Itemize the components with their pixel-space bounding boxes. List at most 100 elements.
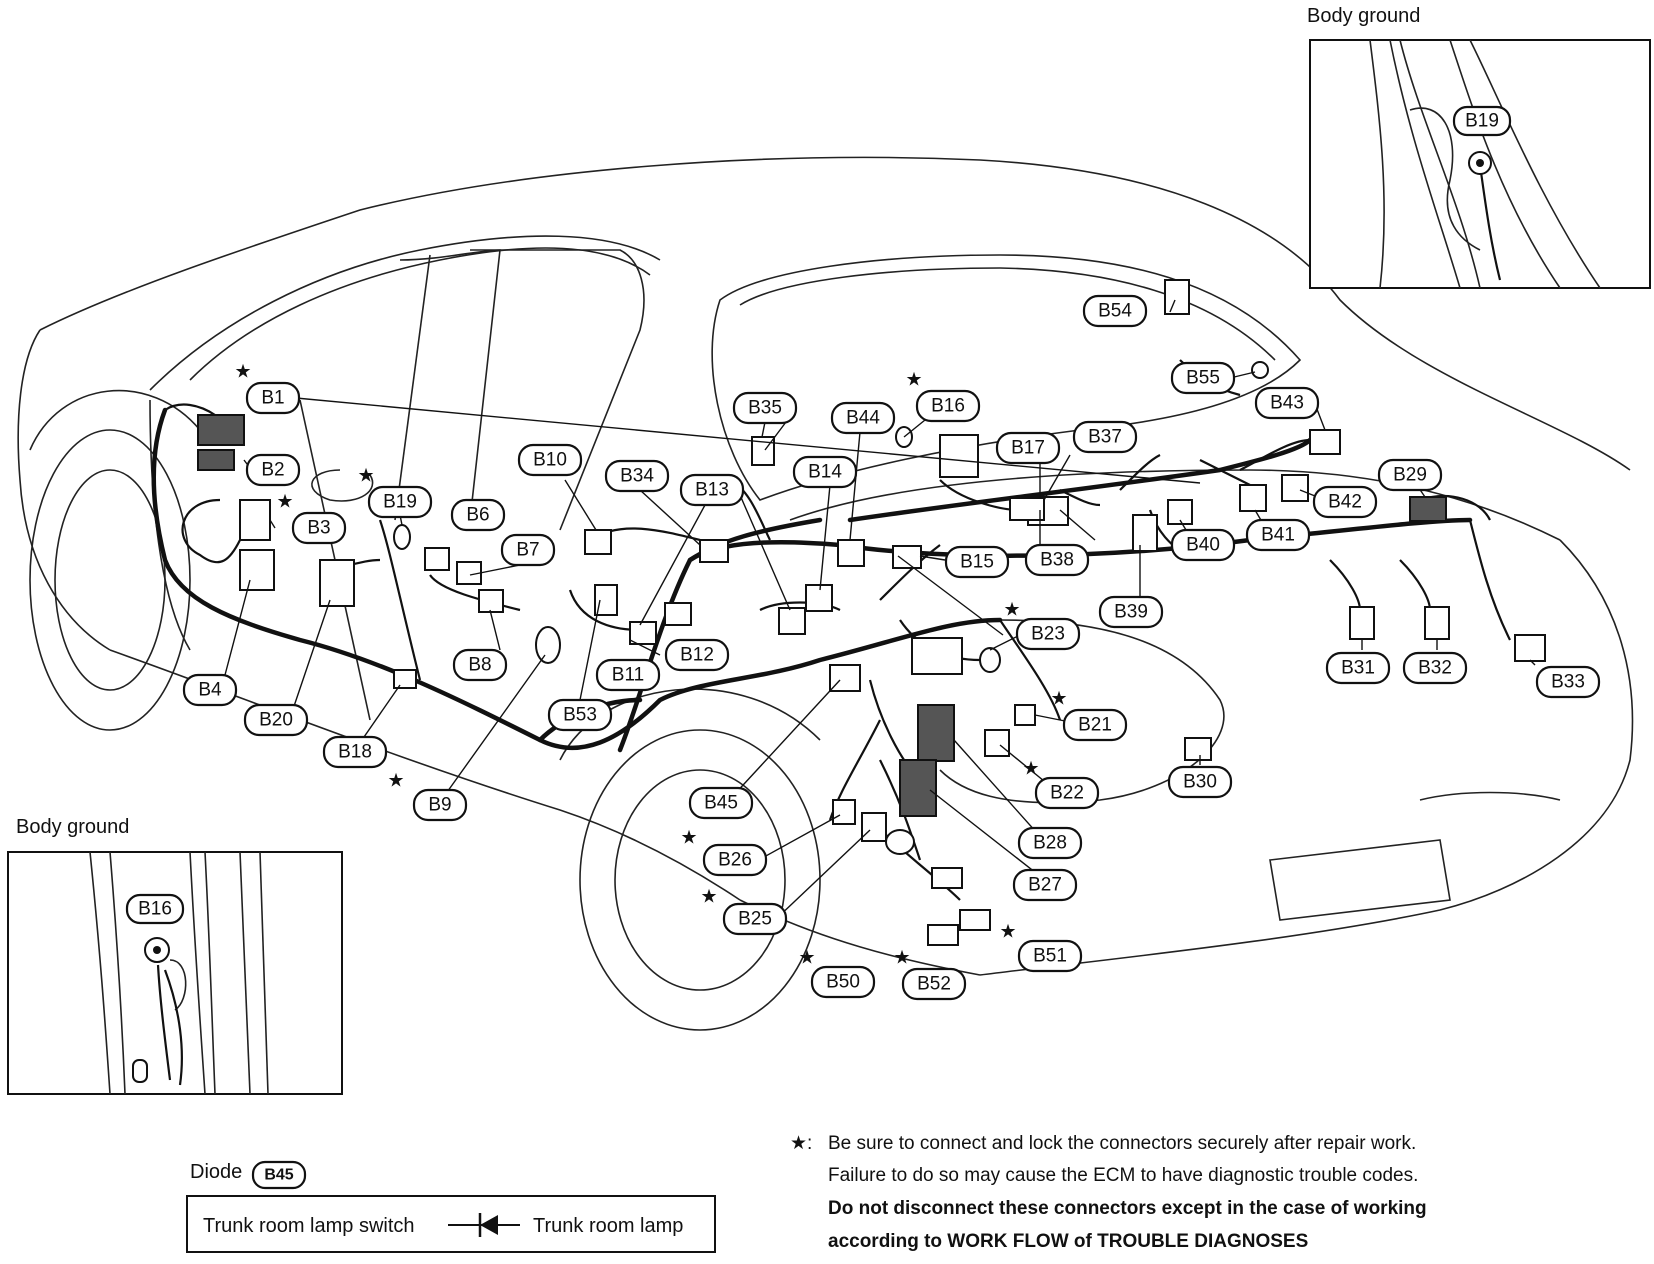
connector-label: B50 xyxy=(826,972,860,993)
connector-label: B19 xyxy=(383,492,417,513)
svg-text:B19: B19 xyxy=(1465,111,1499,132)
inset-body-ground-top-right: Body ground B19 xyxy=(1307,5,1651,289)
connector-label: B14 xyxy=(808,462,842,483)
connector-label: B26 xyxy=(718,850,752,871)
note-line-4: according to WORK FLOW of TROUBLE DIAGNO… xyxy=(828,1231,1308,1252)
diode-legend: Diode B45 Trunk room lamp switch Trunk r… xyxy=(186,1160,716,1253)
connector-tag-b29: B29 xyxy=(1377,458,1443,492)
note-block: ★: Be sure to connect and lock the conne… xyxy=(790,1133,1427,1252)
connector-label: B25 xyxy=(738,909,772,930)
connector-tag-b4: B4 xyxy=(182,673,238,707)
connector-tag-b14: B14 xyxy=(792,455,858,489)
connector-label: B13 xyxy=(695,480,729,501)
connector-tag-b13: B13 xyxy=(679,473,745,507)
connector-shapes xyxy=(197,279,1546,946)
connector-tag-b39: B39 xyxy=(1098,595,1164,629)
connector-label: B7 xyxy=(516,540,539,561)
car-body-outline xyxy=(17,156,1634,1031)
connector-label: B20 xyxy=(259,710,293,731)
connector-label: B45 xyxy=(704,793,738,814)
star-marker-icon: ★ xyxy=(1003,600,1020,621)
star-marker-icon: ★ xyxy=(680,828,697,849)
connector-tag-b52: B52 ★ xyxy=(893,948,967,1001)
connector-label: B31 xyxy=(1341,658,1375,679)
star-marker-icon: ★ xyxy=(1022,759,1039,780)
connector-label: B6 xyxy=(466,505,489,526)
connector-label: B27 xyxy=(1028,875,1062,896)
star-marker-icon: ★ xyxy=(357,466,374,487)
connector-tag-b23: B23 ★ xyxy=(1003,600,1081,651)
connector-label: B53 xyxy=(563,705,597,726)
diode-left-label: Trunk room lamp switch xyxy=(203,1215,415,1237)
connector-label: B12 xyxy=(680,645,714,666)
connector-tag-b42: B42 xyxy=(1312,485,1378,519)
diode-right-label: Trunk room lamp xyxy=(533,1215,683,1237)
connector-label: B10 xyxy=(533,450,567,471)
connector-tag-b31: B31 xyxy=(1325,651,1391,685)
diode-title: Diode xyxy=(190,1161,242,1183)
note-star: ★: xyxy=(790,1133,812,1154)
svg-text:B16: B16 xyxy=(138,899,172,920)
connector-label: B55 xyxy=(1186,368,1220,389)
connector-tag-b16: B16 ★ xyxy=(905,370,981,423)
tag-inset-b19: B19 xyxy=(1452,105,1512,137)
connector-label: B9 xyxy=(428,795,451,816)
connector-tag-b11: B11 xyxy=(595,658,661,692)
connector-tag-b19: B19 ★ xyxy=(357,466,433,519)
connector-tag-b1: B1★ xyxy=(234,362,301,415)
connector-tag-b26: B26 ★ xyxy=(680,828,768,877)
connector-tag-b41: B41 xyxy=(1245,518,1311,552)
star-marker-icon: ★ xyxy=(700,887,717,908)
svg-text:B45: B45 xyxy=(264,1167,293,1184)
connector-label: B16 xyxy=(931,396,965,417)
connector-tag-b3: B3 ★ xyxy=(276,492,347,545)
note-line-1: Be sure to connect and lock the connecto… xyxy=(828,1133,1416,1154)
star-marker-icon: ★ xyxy=(893,948,910,969)
connector-tag-b28: B28 xyxy=(1017,826,1083,860)
star-marker-icon: ★ xyxy=(905,370,922,391)
connector-tag-b21: B21 ★ xyxy=(1050,689,1128,742)
connector-label: B18 xyxy=(338,742,372,763)
connector-label: B3 xyxy=(307,518,330,539)
diode-badge: B45 xyxy=(251,1160,307,1190)
connector-label: B21 xyxy=(1078,715,1112,736)
connector-label: B51 xyxy=(1033,946,1067,967)
connector-label: B38 xyxy=(1040,550,1074,571)
connector-label: B28 xyxy=(1033,833,1067,854)
connector-tag-b27: B27 xyxy=(1012,868,1078,902)
leader-lines xyxy=(224,299,1536,921)
star-marker-icon: ★ xyxy=(1050,689,1067,710)
connector-label: B17 xyxy=(1011,438,1045,459)
connector-label: B54 xyxy=(1098,301,1132,322)
star-marker-icon: ★ xyxy=(234,362,251,383)
connector-label: B35 xyxy=(748,398,782,419)
star-marker-icon: ★ xyxy=(387,771,404,792)
connector-label: B52 xyxy=(917,974,951,995)
connector-tag-b35: B35 xyxy=(732,391,798,425)
connector-label: B29 xyxy=(1393,465,1427,486)
connector-tag-b45: B45 xyxy=(688,786,754,820)
inset-title-top-right: Body ground xyxy=(1307,5,1420,27)
connector-tag-b22: B22★ xyxy=(1022,759,1100,810)
connector-tag-b17: B17 xyxy=(995,431,1061,465)
connector-label: B44 xyxy=(846,408,880,429)
connector-tag-b32: B32 xyxy=(1402,651,1468,685)
inset-title-bottom-left: Body ground xyxy=(16,816,129,838)
connector-tag-b38: B38 xyxy=(1024,543,1090,577)
connector-label: B32 xyxy=(1418,658,1452,679)
connector-tag-b53: B53 xyxy=(547,698,613,732)
note-line-2: Failure to do so may cause the ECM to ha… xyxy=(828,1165,1418,1186)
connector-label: B23 xyxy=(1031,624,1065,645)
connector-label: B40 xyxy=(1186,535,1220,556)
connector-tag-b12: B12 xyxy=(664,638,730,672)
connector-tag-b51: B51 ★ xyxy=(999,922,1083,973)
connector-label: B30 xyxy=(1183,772,1217,793)
connector-label: B15 xyxy=(960,552,994,573)
connector-label: B11 xyxy=(612,665,644,686)
connector-tag-b7: B7 xyxy=(500,533,556,567)
diode-symbol-icon xyxy=(448,1213,520,1237)
star-marker-icon: ★ xyxy=(276,492,293,513)
star-marker-icon: ★ xyxy=(999,922,1016,943)
connector-tag-b25: B25 ★ xyxy=(700,887,788,936)
